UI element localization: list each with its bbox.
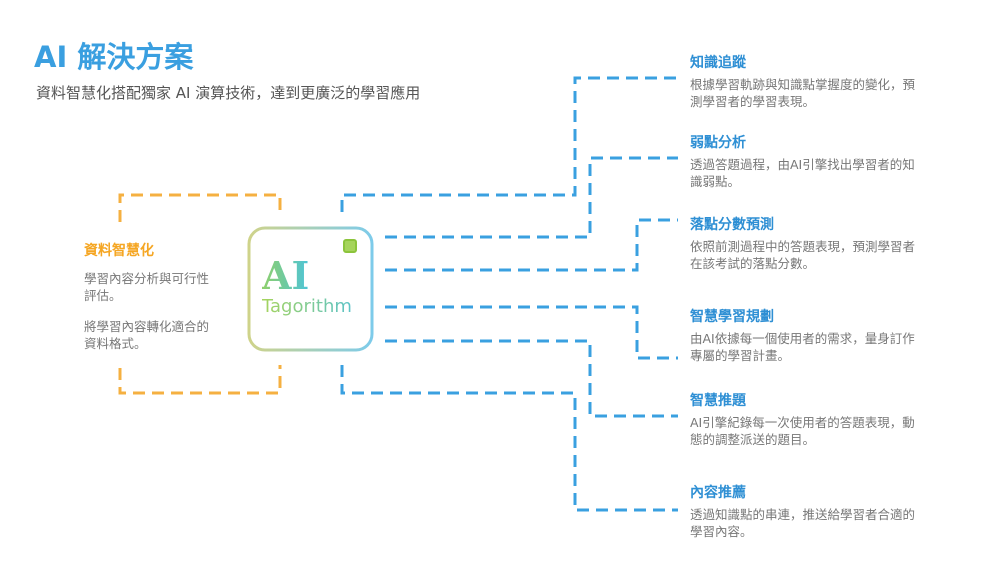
left-top-line (118, 193, 282, 222)
line-2 (385, 156, 678, 239)
feature-title: 智慧學習規劃 (690, 309, 774, 325)
left-desc-2: 將學習內容轉化適合的資料格式。 (84, 319, 210, 351)
feature-knowledge-tracing: 知識追蹤根據學習軌跡與知識點掌握度的變化，預測學習者的學習表現。 (690, 52, 920, 110)
data-intelligence-block: 資料智慧化 學習內容分析與可行性評估。 將學習內容轉化適合的資料格式。 (84, 240, 214, 352)
feature-weakness-analysis: 弱點分析透過答題過程，由AI引擎找出學習者的知識弱點。 (690, 132, 920, 190)
feature-title: 智慧推題 (690, 393, 746, 409)
feature-desc: 依照前測過程中的答題表現，預測學習者在該考試的落點分數。 (690, 239, 916, 271)
feature-desc: 透過答題過程，由AI引擎找出學習者的知識弱點。 (690, 157, 915, 189)
page-subtitle: 資料智慧化搭配獨家 AI 演算技術，達到更廣泛的學習應用 (36, 84, 421, 102)
page-title: AI 解決方案 (34, 40, 194, 74)
feature-title: 落點分數預測 (690, 217, 774, 233)
chip-body (247, 226, 374, 352)
feature-smart-questions: 智慧推題 AI引擎紀錄每一次使用者的答題表現，動態的調整派送的題目。 (690, 390, 920, 448)
left-title: 資料智慧化 (84, 243, 154, 259)
line-3 (385, 218, 678, 272)
feature-desc: 透過知識點的串連，推送給學習者合適的學習內容。 (690, 507, 916, 539)
line-5 (385, 339, 678, 418)
line-6 (340, 365, 678, 512)
left-bottom-line (118, 365, 282, 395)
feature-learning-plan: 智慧學習規劃由AI依據每一個使用者的需求，量身訂作專屬的學習計畫。 (690, 306, 920, 364)
feature-desc: AI引擎紀錄每一次使用者的答題表現，動態的調整派送的題目。 (690, 415, 915, 447)
line-1 (340, 76, 678, 212)
line-4 (385, 305, 678, 360)
chip-pins (236, 213, 385, 365)
chip-name: Tagorithm (262, 296, 352, 317)
feature-desc: 由AI依據每一個使用者的需求，量身訂作專屬的學習計畫。 (690, 331, 915, 363)
feature-title: 知識追蹤 (690, 55, 746, 71)
feature-title: 內容推薦 (690, 485, 746, 501)
feature-score-prediction: 落點分數預測依照前測過程中的答題表現，預測學習者在該考試的落點分數。 (690, 214, 920, 272)
chip-logo: AI (262, 253, 310, 298)
left-desc-1: 學習內容分析與可行性評估。 (84, 271, 210, 303)
mini-chip-icon (343, 239, 357, 253)
feature-title: 弱點分析 (690, 135, 746, 151)
feature-desc: 根據學習軌跡與知識點掌握度的變化，預測學習者的學習表現。 (690, 77, 916, 109)
feature-content-recommendation: 內容推薦透過知識點的串連，推送給學習者合適的學習內容。 (690, 482, 920, 540)
